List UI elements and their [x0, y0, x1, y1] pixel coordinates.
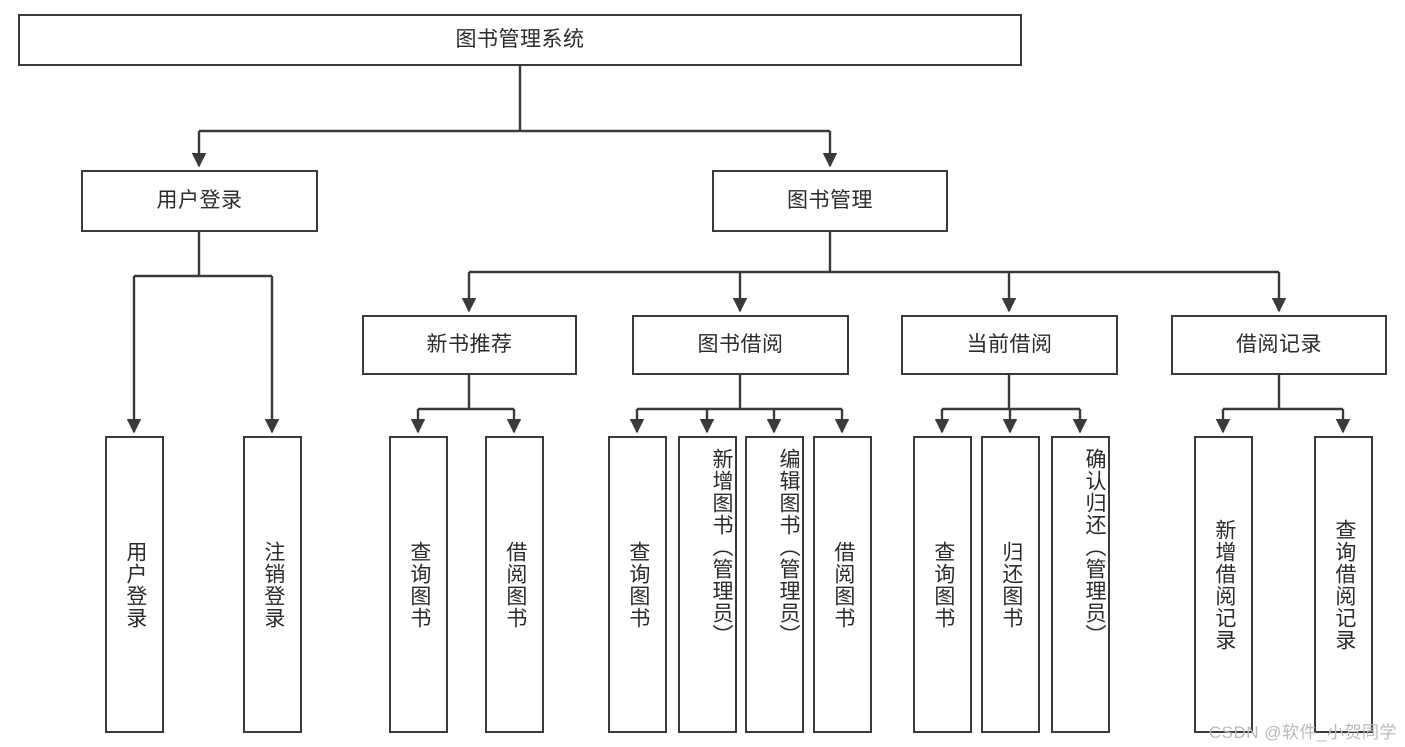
node-root-label: 图书管理系统	[455, 28, 585, 52]
node-root[interactable]: 图书管理系统	[18, 14, 1022, 66]
node-leaf-logout[interactable]: 注销登录	[243, 436, 302, 733]
node-user-login-label: 用户登录	[156, 189, 243, 213]
csdn-watermark: CSDN @软件_小贺同学	[1208, 723, 1397, 742]
node-leaf-query-record[interactable]: 查询借阅记录	[1314, 436, 1373, 733]
node-leaf-confirm-return[interactable]: 确认归还（管理员）	[1051, 436, 1110, 733]
node-book-borrow-label: 图书借阅	[697, 333, 784, 357]
node-leaf-borrow-book-2-label: 借阅图书	[831, 540, 855, 629]
node-new-book-recommend-label: 新书推荐	[426, 333, 513, 357]
node-leaf-query-book-1[interactable]: 查询图书	[389, 436, 448, 733]
node-book-borrow[interactable]: 图书借阅	[632, 315, 849, 375]
node-leaf-add-record-label: 新增借阅记录	[1212, 518, 1236, 651]
node-leaf-edit-book-label: 编辑图书（管理员）	[777, 448, 800, 646]
node-leaf-add-book[interactable]: 新增图书（管理员）	[678, 436, 737, 733]
node-leaf-query-book-1-label: 查询图书	[407, 540, 431, 629]
node-user-login[interactable]: 用户登录	[81, 170, 318, 232]
node-leaf-borrow-book-1[interactable]: 借阅图书	[485, 436, 544, 733]
node-current-borrow[interactable]: 当前借阅	[901, 315, 1118, 375]
node-leaf-return-book[interactable]: 归还图书	[981, 436, 1040, 733]
node-borrow-record[interactable]: 借阅记录	[1171, 315, 1387, 375]
node-book-manage[interactable]: 图书管理	[712, 170, 948, 232]
node-leaf-return-book-label: 归还图书	[999, 540, 1023, 629]
node-leaf-query-book-2-label: 查询图书	[626, 540, 650, 629]
node-leaf-query-book-3-label: 查询图书	[931, 540, 955, 629]
node-new-book-recommend[interactable]: 新书推荐	[362, 315, 577, 375]
node-leaf-add-record[interactable]: 新增借阅记录	[1194, 436, 1253, 733]
node-leaf-query-record-label: 查询借阅记录	[1332, 518, 1356, 651]
node-leaf-user-login-label: 用户登录	[123, 540, 147, 629]
node-leaf-confirm-return-label: 确认归还（管理员）	[1083, 448, 1106, 646]
node-leaf-edit-book[interactable]: 编辑图书（管理员）	[745, 436, 804, 733]
node-leaf-logout-label: 注销登录	[261, 540, 285, 629]
node-leaf-borrow-book-1-label: 借阅图书	[503, 540, 527, 629]
node-leaf-query-book-3[interactable]: 查询图书	[913, 436, 972, 733]
node-current-borrow-label: 当前借阅	[966, 333, 1053, 357]
node-leaf-user-login[interactable]: 用户登录	[105, 436, 164, 733]
node-borrow-record-label: 借阅记录	[1236, 333, 1322, 357]
node-leaf-query-book-2[interactable]: 查询图书	[608, 436, 667, 733]
node-leaf-add-book-label: 新增图书（管理员）	[710, 448, 733, 646]
node-book-manage-label: 图书管理	[787, 189, 873, 213]
node-leaf-borrow-book-2[interactable]: 借阅图书	[813, 436, 872, 733]
